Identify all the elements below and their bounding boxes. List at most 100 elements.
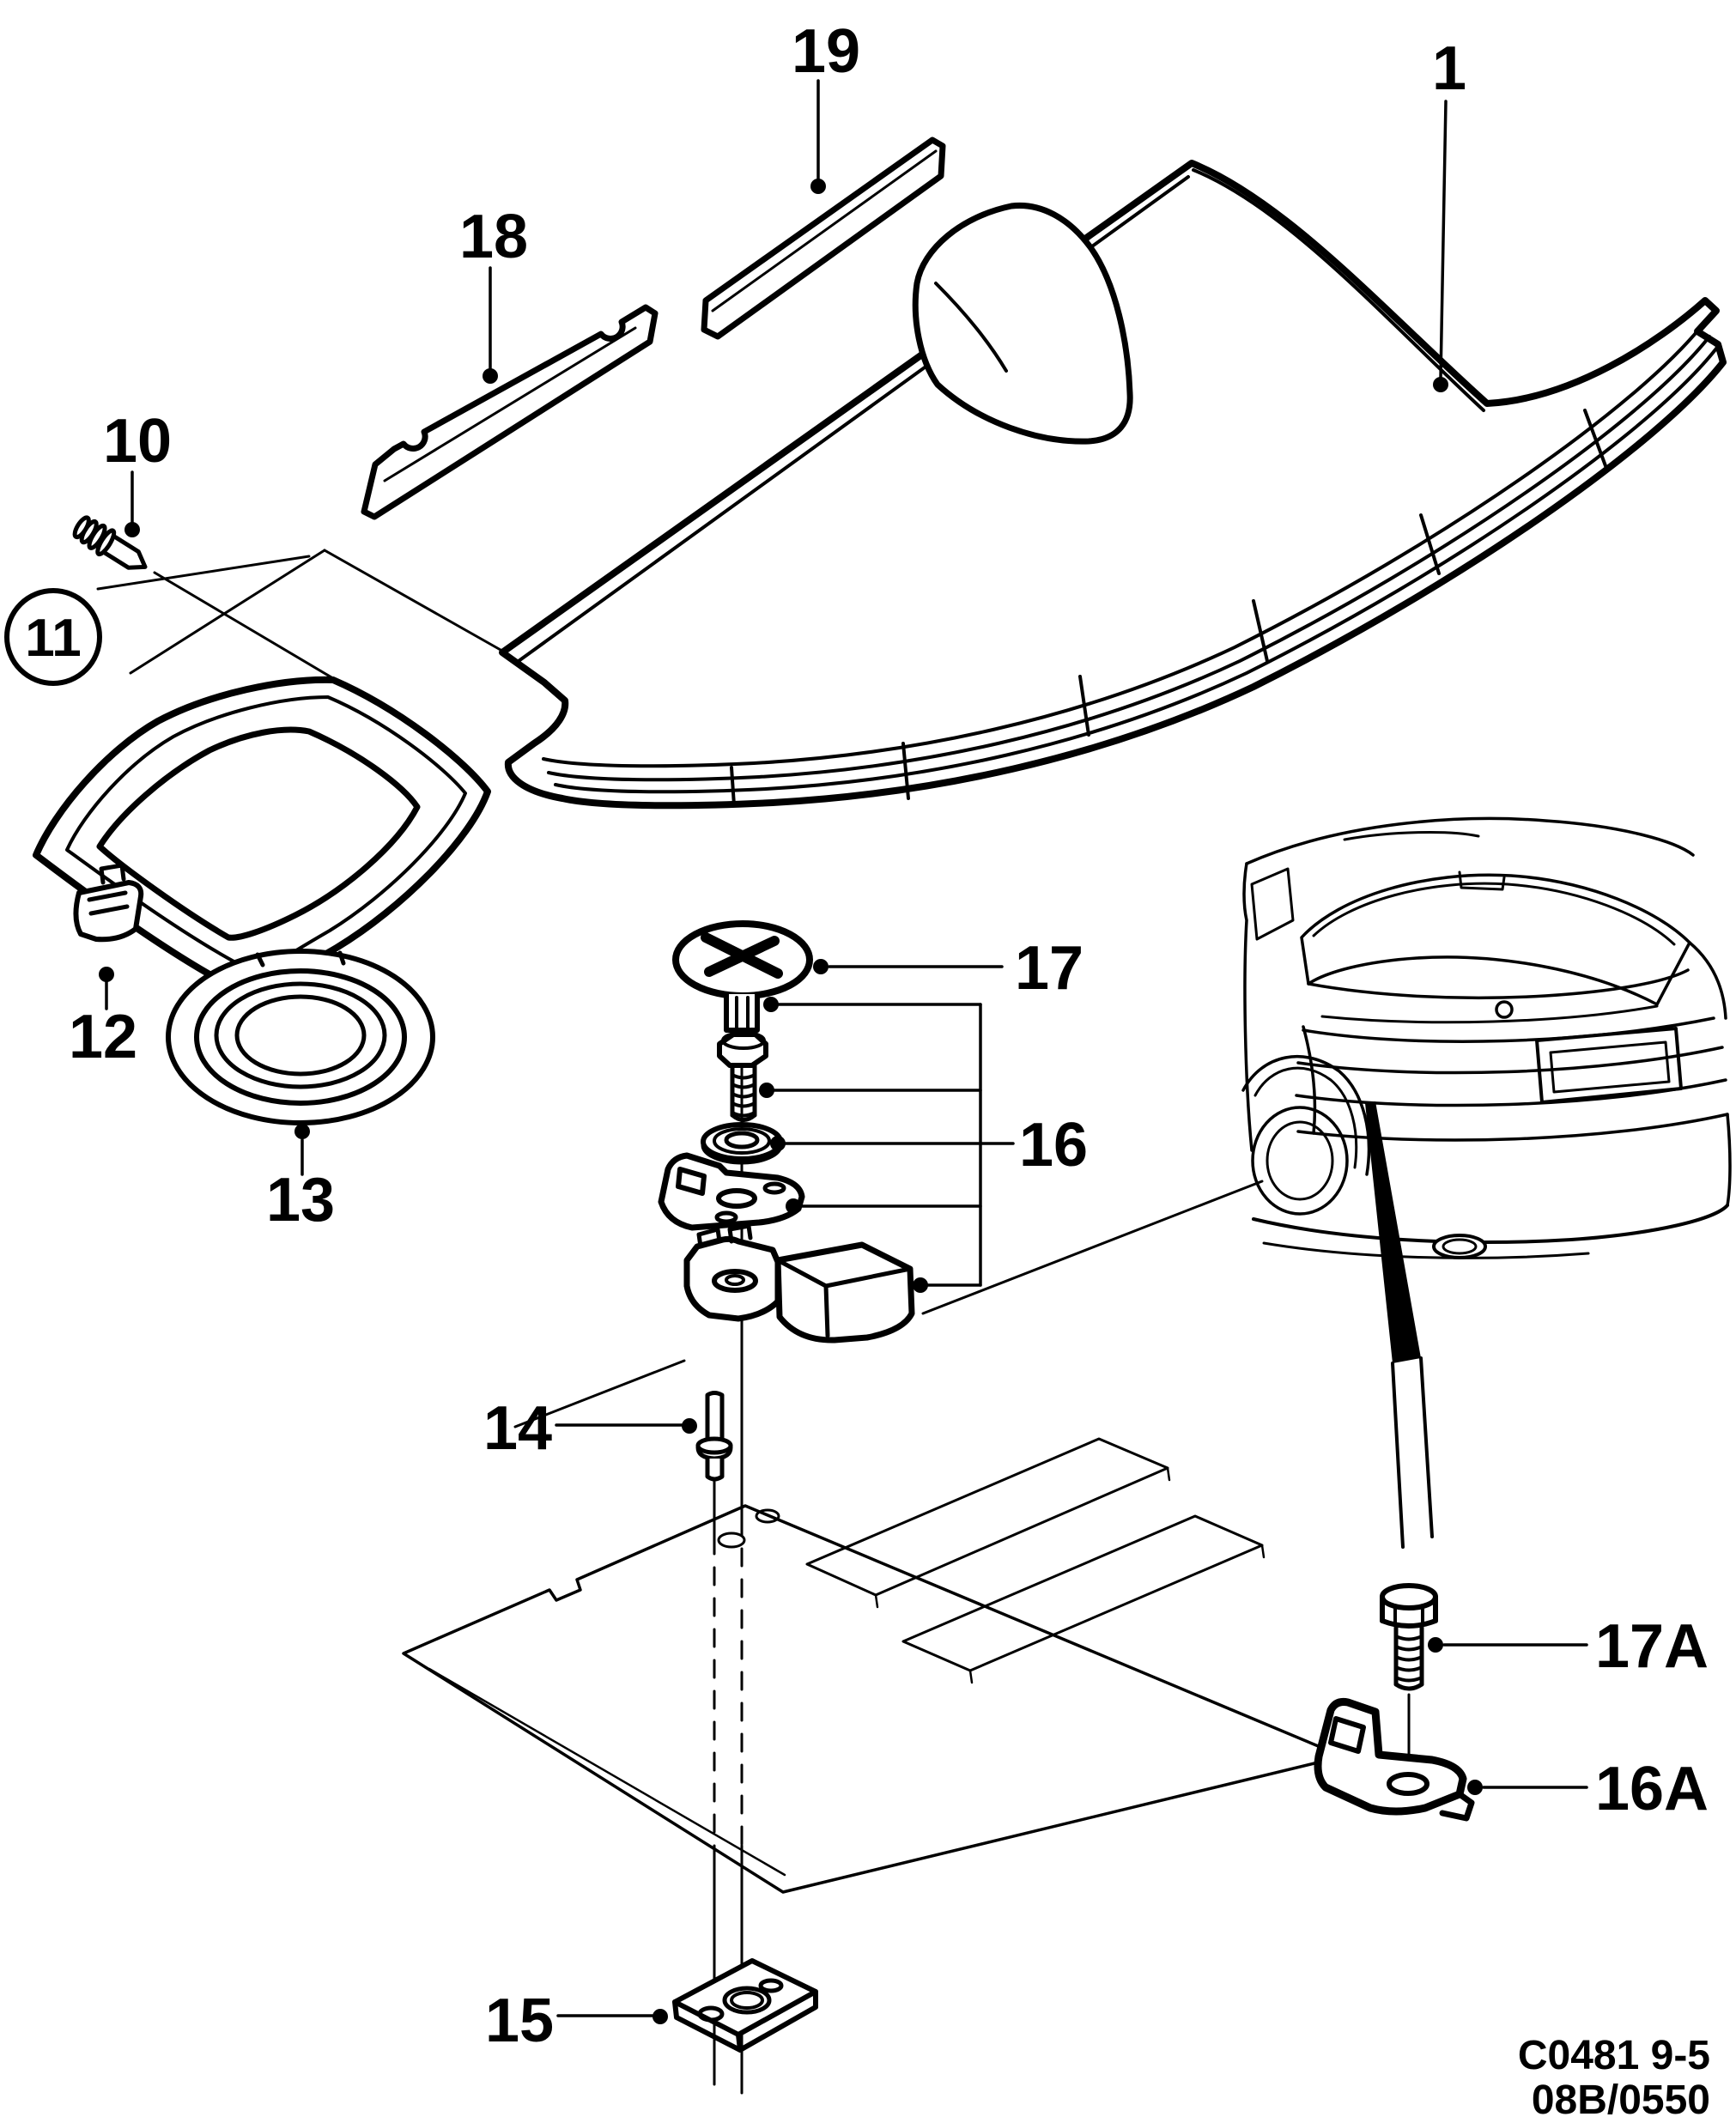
car-rear-view	[1241, 816, 1732, 1259]
car-sunroof	[1343, 831, 1480, 841]
leader-dot-13	[294, 1124, 310, 1139]
leader-dot-12	[99, 967, 114, 982]
kit16-dot-block	[913, 1277, 928, 1293]
strip18-outline	[361, 304, 659, 520]
car-right-corner	[1688, 941, 1732, 1207]
pin-rib-3	[72, 515, 91, 540]
strip18-inner-line	[383, 326, 637, 482]
ring-outer	[166, 949, 435, 1125]
kit16-dot-washer	[770, 1136, 786, 1151]
underbody-panel	[402, 1180, 1344, 1894]
clamp-hole-inner	[725, 1274, 745, 1286]
ring-hole	[234, 994, 367, 1077]
car-wheel-arch	[1241, 1054, 1371, 1176]
pointer-taper-lines	[1391, 1356, 1434, 1549]
hump-crease	[934, 282, 1008, 373]
bracket16a-hole	[1387, 1772, 1429, 1796]
plate-hole-small-left	[697, 2005, 725, 2023]
clamp-outline	[683, 1235, 781, 1322]
callout-label-16: 16	[1019, 1111, 1088, 1180]
pointer-solid	[1365, 1101, 1421, 1363]
leader-dot-18	[483, 368, 498, 384]
vent-band-line-2	[547, 335, 1711, 782]
car-deck-lid	[1307, 968, 1690, 1000]
ring-mid	[194, 968, 407, 1106]
shelf-outline	[499, 160, 1727, 810]
callout-label-14: 14	[483, 1394, 552, 1463]
block-outline	[774, 1241, 915, 1344]
vent-slat-ticks	[730, 409, 1609, 807]
leader-dot-19	[810, 179, 826, 194]
car-rear-window-inner	[1312, 882, 1676, 946]
clip-slots	[87, 890, 130, 916]
panel-hidden-edge-left	[513, 1359, 686, 1429]
cover-locator-line	[96, 555, 311, 591]
cover-plateau	[96, 726, 421, 941]
panel-hidden-edge-right	[921, 1180, 1264, 1315]
phantom-corner-lines	[96, 549, 502, 701]
car-tail-band-4	[1296, 1113, 1729, 1142]
car-badge	[1495, 1000, 1514, 1019]
car-tail-band-3	[1295, 1078, 1727, 1107]
washer-mid	[713, 1127, 771, 1155]
callout-label-1: 1	[1432, 34, 1466, 103]
shelf-rear-edge-inner	[1192, 168, 1485, 412]
car-exhaust-inner	[1442, 1238, 1478, 1255]
drawing-code-line2: 08B/0550	[1532, 2078, 1710, 2117]
callout-label-11: 11	[25, 609, 82, 668]
leader-dot-17a	[1428, 1637, 1443, 1653]
car-deck-edge	[1320, 1004, 1659, 1024]
kit16-washer	[701, 1122, 783, 1165]
phantom-edge-left	[129, 549, 326, 675]
plate-hole-small-right	[758, 1978, 784, 1993]
speaker-trim-ring-13	[166, 949, 435, 1125]
bracket16a-d-hole	[1328, 1716, 1366, 1754]
callout-label-17a: 17A	[1595, 1612, 1709, 1681]
pushpin-shank	[724, 992, 760, 1033]
drawing-code: C0481 9-5 08B/0550	[1518, 2033, 1710, 2117]
leader-dot-14	[682, 1418, 697, 1434]
bracket-small-hole	[762, 1181, 786, 1195]
ring-inner	[214, 981, 387, 1089]
parcel-shelf	[499, 160, 1727, 810]
bolt-threads	[731, 1073, 756, 1118]
callout-label-18: 18	[459, 203, 528, 271]
leader-dot-17	[813, 959, 829, 974]
callout-label-10: 10	[103, 407, 172, 476]
mounting-stud-14	[695, 1391, 733, 1482]
car-wheel-inner	[1266, 1120, 1334, 1201]
panel-edge-thickness	[428, 1667, 786, 1877]
bolt17a-facets	[1393, 1604, 1424, 1627]
car-license-plate	[1549, 1040, 1671, 1094]
plate-thickness	[672, 1989, 818, 2053]
panel-hole-2	[755, 1508, 780, 1524]
vent-band-line-1	[554, 347, 1718, 794]
leader-dot-15	[653, 2009, 668, 2024]
callout-11-circle	[4, 588, 102, 686]
anchor-plate-15	[672, 1958, 818, 2053]
car-roof	[1245, 816, 1695, 865]
clamp-hole	[712, 1269, 758, 1293]
plate-hole-big-inner	[730, 1991, 764, 2010]
kit16-dot-bracket	[786, 1198, 801, 1214]
leader-dot-1	[1433, 377, 1448, 392]
vent-band-line-3	[542, 321, 1706, 768]
car-left-edge	[1242, 862, 1253, 1152]
bracket-center-hole	[716, 1188, 757, 1209]
car-tail-band-1	[1302, 1016, 1715, 1043]
plate-hole-big	[722, 1986, 772, 2015]
callout-label-17: 17	[1015, 934, 1083, 1003]
expander-pin-10	[72, 515, 148, 570]
kit16-dot-bolt	[759, 1083, 774, 1098]
leader-1	[1439, 100, 1448, 379]
washer-hole	[724, 1131, 760, 1149]
clip-nut-12	[73, 863, 144, 943]
panel-pad-2-thickness	[968, 1544, 1266, 1684]
car-antenna-notch	[1458, 870, 1506, 891]
bracket-lower-hole	[714, 1210, 738, 1224]
bolt-tip	[730, 1113, 757, 1122]
bolt-head-top	[721, 1031, 766, 1050]
brake-light-hump	[912, 202, 1133, 445]
